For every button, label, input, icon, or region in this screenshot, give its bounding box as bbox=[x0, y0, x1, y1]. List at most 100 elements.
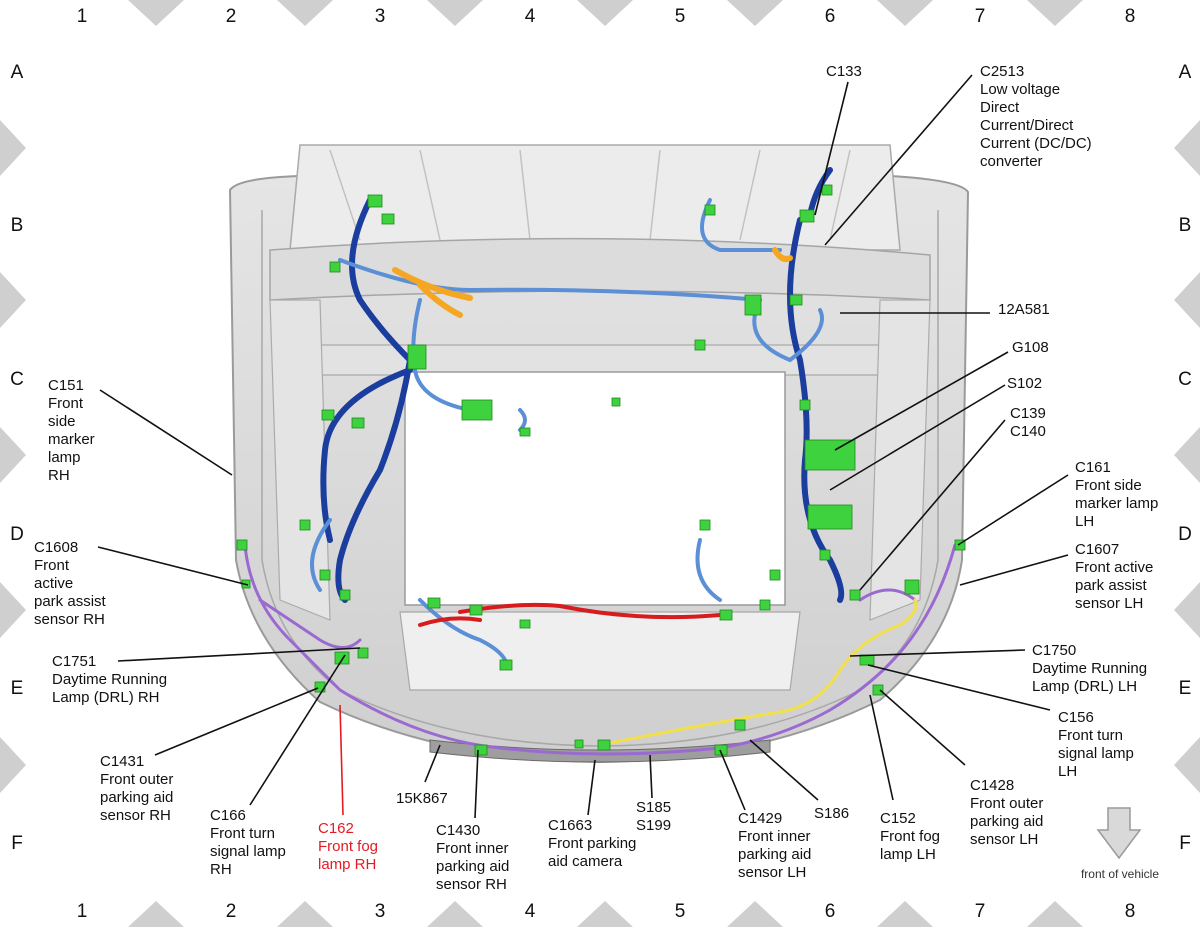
grid-column-label: 6 bbox=[825, 6, 836, 27]
label-c1431-line: C1431 bbox=[100, 753, 144, 770]
leader-c139 bbox=[859, 419, 1006, 591]
vehicle-front-body bbox=[228, 144, 970, 764]
border-triangle bbox=[727, 901, 783, 927]
label-c162-line: lamp RH bbox=[318, 856, 376, 873]
grid-row-label: E bbox=[11, 678, 24, 699]
leader-s186 bbox=[749, 739, 819, 801]
grid-row-label: D bbox=[10, 524, 24, 545]
grid-column-label: 3 bbox=[375, 6, 386, 27]
label-c162-line: C162 bbox=[318, 820, 354, 837]
border-triangle bbox=[877, 0, 933, 26]
leader-c1428 bbox=[879, 689, 966, 766]
connector-block bbox=[314, 681, 326, 693]
border-triangle bbox=[1174, 427, 1200, 483]
label-12a581-line: 12A581 bbox=[998, 301, 1050, 318]
label-c1430-line: sensor RH bbox=[436, 876, 507, 893]
connector-block bbox=[694, 339, 706, 351]
label-c2513-line: Low voltage bbox=[980, 81, 1060, 98]
grid-column-label: 4 bbox=[525, 901, 536, 922]
connector-block bbox=[799, 209, 815, 223]
label-c152-line: C152 bbox=[880, 810, 916, 827]
connector-block bbox=[427, 597, 441, 609]
label-c1750-line: Lamp (DRL) LH bbox=[1032, 678, 1137, 695]
label-15k867: 15K867 bbox=[396, 790, 448, 807]
border-triangle bbox=[877, 901, 933, 927]
leader-c152 bbox=[869, 694, 894, 801]
connector-block bbox=[954, 539, 966, 551]
leader-g108 bbox=[834, 351, 1009, 451]
border-triangle bbox=[577, 901, 633, 927]
connector-block bbox=[519, 619, 531, 629]
border-triangle bbox=[1174, 272, 1200, 328]
label-c156-line: LH bbox=[1058, 763, 1077, 780]
connector-block bbox=[714, 744, 728, 756]
label-c162-line: Front fog bbox=[318, 838, 378, 855]
grid-column-label: 2 bbox=[226, 6, 237, 27]
border-triangle bbox=[128, 0, 184, 26]
grid-row-label: B bbox=[1179, 215, 1192, 236]
grid-column-label: 5 bbox=[675, 6, 686, 27]
label-c2513-line: Direct bbox=[980, 99, 1020, 116]
connector-block bbox=[469, 604, 483, 616]
leader-c161 bbox=[957, 474, 1069, 546]
harness-red bbox=[418, 602, 722, 627]
leader-c1751 bbox=[117, 647, 361, 662]
label-c1751-line: Lamp (DRL) RH bbox=[52, 689, 160, 706]
grid-column-label: 3 bbox=[375, 901, 386, 922]
grid-row-label: E bbox=[1179, 678, 1192, 699]
leader-c1429 bbox=[719, 749, 746, 811]
label-c139-c140-line: C139 bbox=[1010, 405, 1046, 422]
connector-block bbox=[819, 549, 831, 561]
border-triangle bbox=[128, 901, 184, 927]
arrow-down-icon bbox=[1096, 807, 1142, 860]
label-15k867-line: 15K867 bbox=[396, 790, 448, 807]
label-c1750-line: C1750 bbox=[1032, 642, 1076, 659]
label-c1663-line: aid camera bbox=[548, 853, 623, 870]
connector-block bbox=[321, 409, 335, 421]
connector-block bbox=[807, 504, 853, 530]
label-c1431-line: Front outer bbox=[100, 771, 173, 788]
label-c1431-line: parking aid bbox=[100, 789, 173, 806]
label-c1429-line: parking aid bbox=[738, 846, 811, 863]
label-c151-line: lamp bbox=[48, 449, 81, 466]
label-c161-line: LH bbox=[1075, 513, 1094, 530]
border-triangle bbox=[0, 427, 26, 483]
grid-column-label: 1 bbox=[77, 6, 88, 27]
label-c156-line: signal lamp bbox=[1058, 745, 1134, 762]
label-c1429-line: C1429 bbox=[738, 810, 782, 827]
label-c1430-line: Front inner bbox=[436, 840, 509, 857]
label-c1750-line: Daytime Running bbox=[1032, 660, 1147, 677]
grid-column-label: 1 bbox=[77, 901, 88, 922]
leader-c162 bbox=[339, 704, 344, 816]
label-c1607-line: park assist bbox=[1075, 577, 1148, 594]
label-12a581: 12A581 bbox=[998, 301, 1050, 318]
label-s185-s199-line: S199 bbox=[636, 817, 671, 834]
front-of-vehicle-text: front of vehicle bbox=[1081, 867, 1159, 881]
connector-block bbox=[367, 194, 383, 208]
grid-row-label: C bbox=[10, 369, 24, 390]
label-c1607-line: sensor LH bbox=[1075, 595, 1143, 612]
border-triangle bbox=[427, 901, 483, 927]
connector-block bbox=[859, 654, 875, 666]
leader-s185 bbox=[649, 754, 653, 799]
border-triangle bbox=[727, 0, 783, 26]
leader-lines bbox=[97, 74, 1069, 819]
connector-block bbox=[704, 204, 716, 216]
label-s102: S102 bbox=[1007, 375, 1042, 392]
leader-c1608 bbox=[97, 546, 249, 586]
connector-block bbox=[611, 397, 621, 407]
label-g108-line: G108 bbox=[1012, 339, 1049, 356]
label-c1607-line: Front active bbox=[1075, 559, 1153, 576]
connector-block bbox=[734, 719, 746, 731]
leader-c1431 bbox=[154, 687, 319, 756]
border-triangle bbox=[427, 0, 483, 26]
label-s102-line: S102 bbox=[1007, 375, 1042, 392]
grid-column-label: 8 bbox=[1125, 901, 1136, 922]
